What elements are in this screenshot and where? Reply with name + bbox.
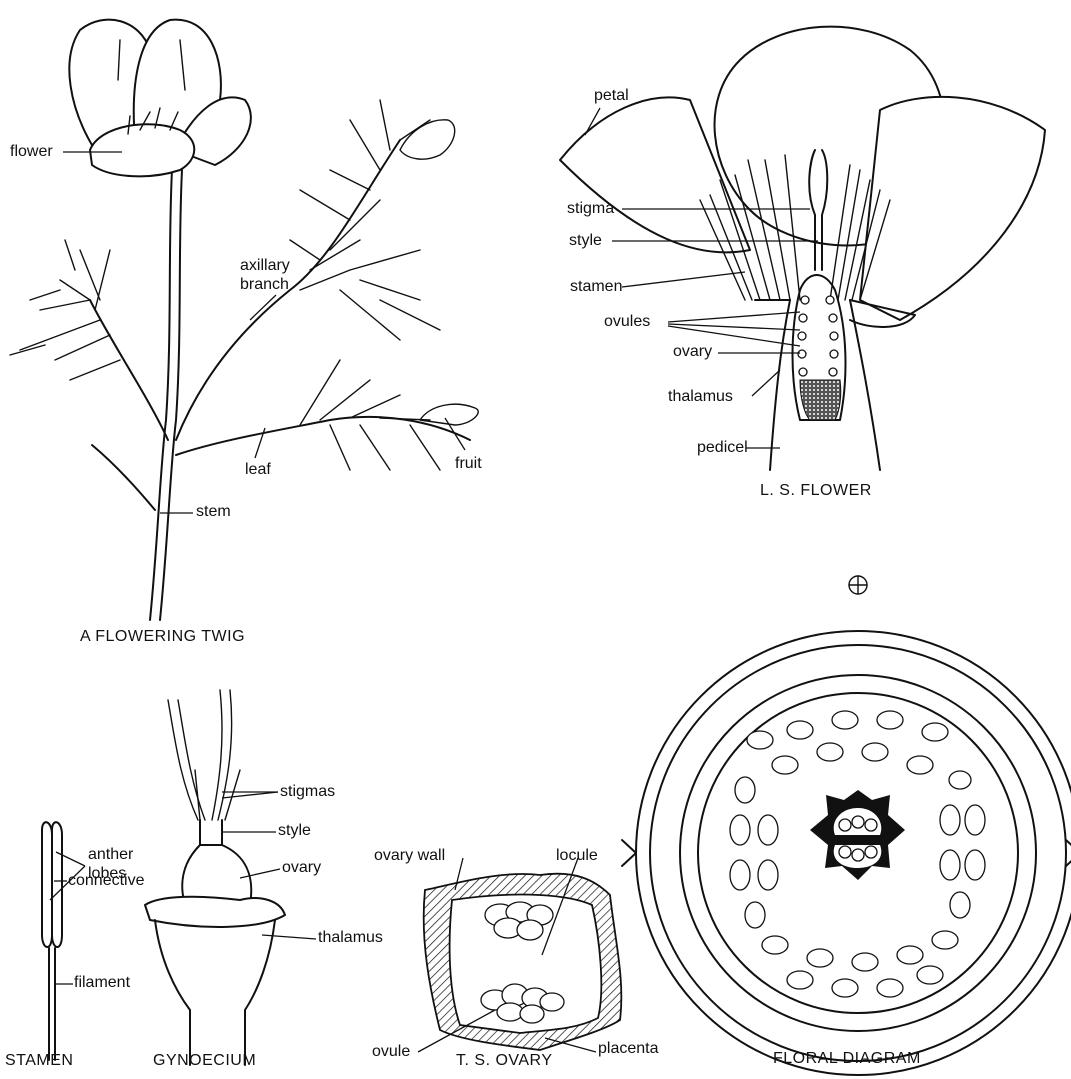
label-axillary-branch: axillary branch (240, 256, 290, 294)
caption-gynoecium: GYNOECIUM (153, 1052, 256, 1070)
label-ovules: ovules (604, 313, 650, 331)
label-fruit: fruit (455, 455, 482, 473)
label-petal: petal (594, 87, 629, 105)
label-ovule: ovule (372, 1043, 410, 1061)
gynoecium-drawing (145, 690, 285, 1065)
label-connective: connective (68, 872, 145, 890)
label-stigmas: stigmas (280, 783, 335, 801)
caption-stamen: STAMEN (5, 1052, 73, 1070)
label-placenta: placenta (598, 1040, 659, 1058)
label-locule: locule (556, 847, 598, 865)
label-thalamus-gyn: thalamus (318, 929, 383, 947)
label-ovary-ls: ovary (673, 343, 712, 361)
label-pedicel: pedicel (697, 439, 748, 457)
label-stem: stem (196, 503, 231, 521)
caption-flowering-twig: A FLOWERING TWIG (80, 628, 245, 646)
label-ovary-gyn: ovary (282, 859, 321, 877)
caption-floral-diagram: FLORAL DIAGRAM (773, 1050, 921, 1068)
ls-flower-drawing (560, 27, 1045, 470)
label-flower: flower (10, 143, 53, 161)
label-thalamus-ls: thalamus (668, 388, 733, 406)
label-stigma: stigma (567, 200, 614, 218)
regular-flower-symbol (849, 576, 867, 594)
floral-diagram-drawing (622, 631, 1071, 1075)
label-leaf: leaf (245, 461, 271, 479)
stamen-drawing (42, 822, 62, 1060)
label-filament: filament (74, 974, 130, 992)
label-style-gyn: style (278, 822, 311, 840)
caption-ls-flower: L. S. FLOWER (760, 482, 872, 500)
ts-ovary-drawing (424, 874, 622, 1050)
label-style: style (569, 232, 602, 250)
flowering-twig-drawing (10, 20, 478, 620)
label-stamen: stamen (570, 278, 622, 296)
caption-ts-ovary: T. S. OVARY (456, 1052, 553, 1070)
label-ovary-wall: ovary wall (374, 847, 445, 865)
